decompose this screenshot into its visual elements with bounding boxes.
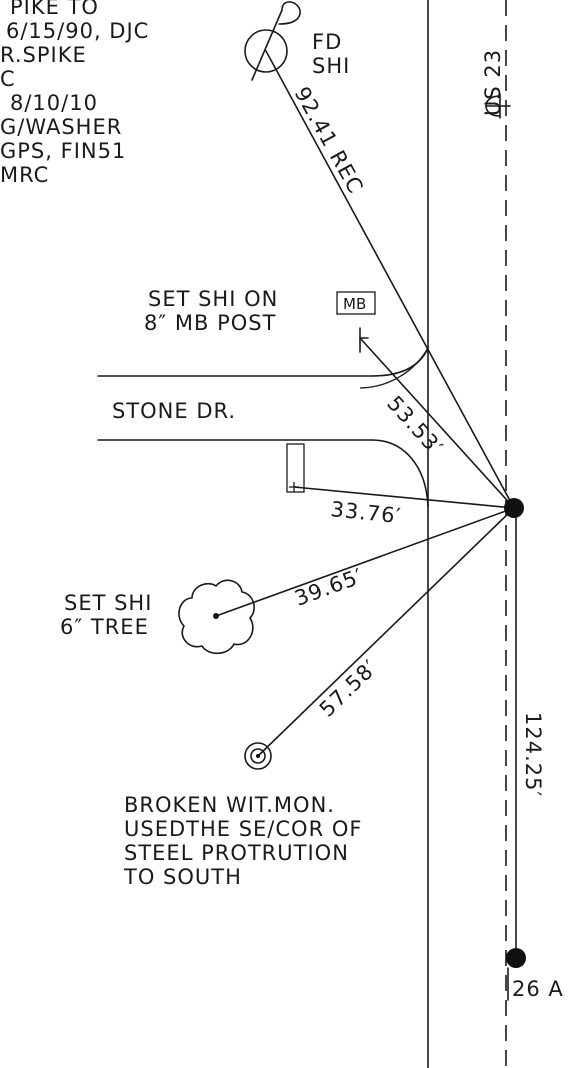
line-rec: [265, 50, 515, 509]
dim-tree: 39.65′: [292, 564, 367, 611]
dim-rec-group: 92.41 REC: [290, 83, 368, 198]
fd-shi-label-2: SHI: [312, 54, 350, 78]
dim-spike-group: 33.76′: [329, 497, 402, 528]
note-line-3: R.SPIKE: [0, 43, 87, 67]
note-line-7: GPS, FIN51: [0, 139, 126, 163]
centerline-symbol: [485, 93, 511, 119]
tree-symbol: [178, 579, 255, 655]
mb-box: [336, 291, 376, 315]
mb-box-label: MB: [343, 295, 366, 313]
set-shi-mb-label-1: SET SHI ON: [148, 287, 278, 311]
line-mon: [257, 507, 515, 757]
dim-center-group: 124.25′: [521, 712, 545, 797]
tree-point: [213, 613, 219, 619]
dim-center: 124.25′: [521, 712, 545, 797]
control-point-main: [504, 498, 524, 518]
road-return-north: [371, 347, 429, 377]
note-line-8: MRC: [0, 163, 49, 187]
note-line-6: G/WASHER: [0, 115, 122, 139]
dim-rec: 92.41 REC: [290, 83, 368, 198]
line-mb: [359, 337, 515, 509]
dim-mb: 53.53′: [382, 391, 447, 460]
note-line-2: 6/15/90, DJC: [6, 19, 149, 43]
dim-mb-group: 53.53′: [382, 391, 447, 460]
broken-mon-line-4: TO SOUTH: [123, 865, 242, 889]
control-point-26a: [506, 948, 526, 968]
dim-spike: 33.76′: [329, 497, 402, 528]
broken-mon-line-3: STEEL PROTRUTION: [124, 841, 349, 865]
road-name: STONE DR.: [112, 399, 236, 423]
point-label-26a: 26 A: [512, 977, 564, 1001]
note-line-1: PIKE TO: [10, 0, 99, 19]
dim-mon-group: 57.58′: [315, 655, 383, 722]
fd-shi-symbol: [244, 1, 301, 81]
line-tree: [215, 507, 515, 617]
post-rect: [286, 443, 305, 493]
note-line-4: C: [0, 67, 16, 91]
set-shi-tree-label-1: SET SHI: [64, 591, 152, 615]
set-shi-tree-label-2: 6″ TREE: [60, 615, 149, 639]
road-return-south: [371, 439, 429, 507]
line-spike: [293, 486, 515, 509]
dim-mon: 57.58′: [315, 655, 383, 722]
set-shi-mb-label-2: 8″ MB POST: [144, 311, 276, 335]
dim-tree-group: 39.65′: [292, 564, 367, 611]
broken-mon-line-2: USEDTHE SE/COR OF: [124, 817, 362, 841]
witness-monument-icon: [244, 742, 272, 770]
route-label: US 23: [481, 49, 505, 116]
note-line-5: 8/10/10: [10, 91, 98, 115]
fd-shi-label-1: FD: [312, 30, 342, 54]
route-label-group: US 23: [481, 49, 505, 116]
mb-arc: [359, 347, 429, 389]
broken-mon-line-1: BROKEN WIT.MON.: [124, 793, 335, 817]
